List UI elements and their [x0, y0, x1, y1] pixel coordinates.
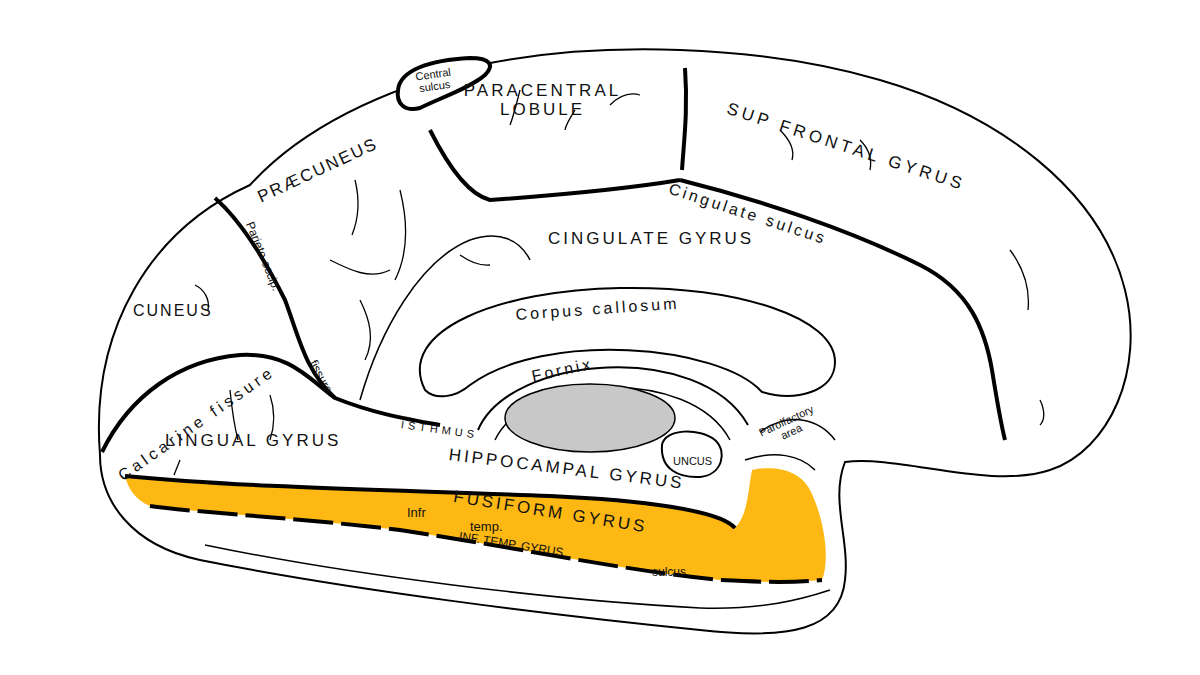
anatomy-label: CUNEUS	[133, 302, 213, 320]
brain-outline	[99, 49, 1131, 633]
anatomy-label: PARACENTRAL LOBULE	[450, 82, 635, 119]
fusiform-highlight	[125, 468, 826, 582]
anatomy-label: CINGULATE GYRUS	[548, 230, 754, 249]
parolfactory-line	[745, 455, 815, 470]
temporal-lower-edge	[205, 545, 830, 608]
parieto-occipital-fissure	[215, 198, 335, 398]
anatomy-label: Infr	[407, 506, 426, 520]
anatomy-label: UNCUS	[673, 455, 712, 467]
uncus-outline	[662, 432, 722, 478]
minor-sulci	[174, 90, 1044, 475]
corpus-callosum	[420, 288, 835, 396]
inf-temporal-sulcus	[150, 506, 822, 582]
thalamus-shape	[505, 384, 675, 452]
anatomy-label: sulcus	[652, 566, 686, 579]
anatomy-label: LINGUAL GYRUS	[165, 432, 341, 451]
marginal-ramus	[682, 68, 686, 170]
paracentral-boundary	[430, 130, 680, 200]
